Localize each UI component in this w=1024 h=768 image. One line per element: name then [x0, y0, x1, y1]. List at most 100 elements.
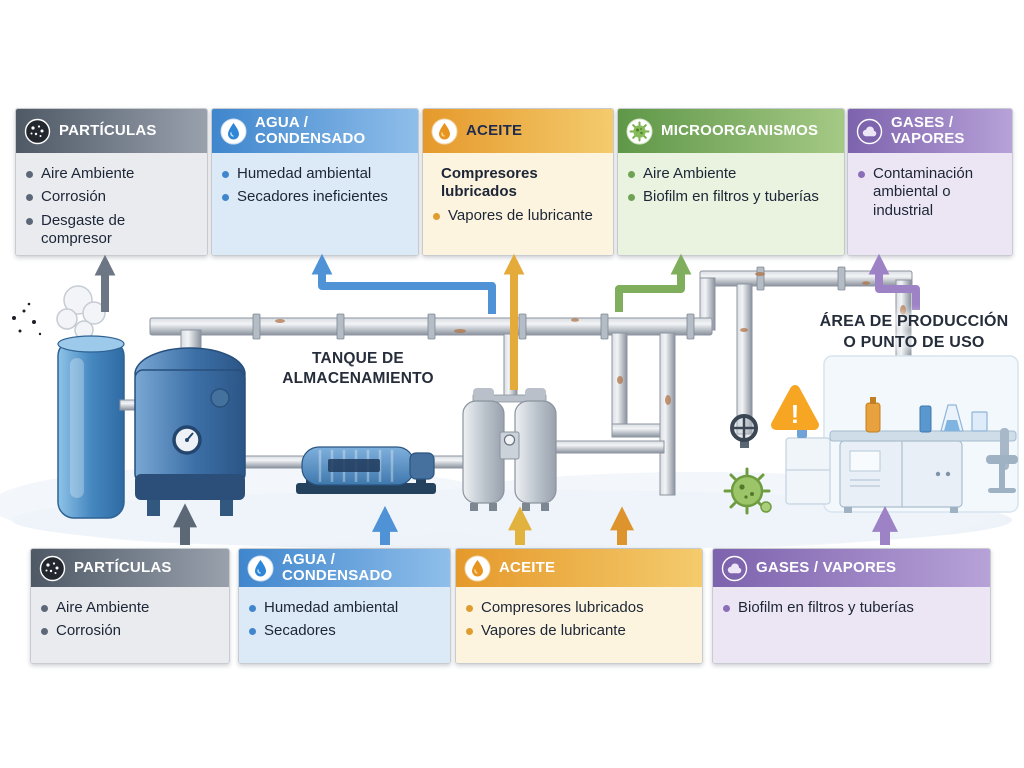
pipe-network	[149, 266, 913, 496]
bullet-dot	[26, 171, 33, 178]
bullet-dot	[628, 194, 635, 202]
manhole	[210, 388, 230, 408]
top-card-particulas: PARTÍCULAS Aire Ambiente Corrosión Desga…	[15, 108, 208, 256]
card-item-text: Vapores de lubricante	[448, 206, 593, 224]
gas-cloud-icon	[721, 555, 748, 582]
card-item-text: Secadores	[264, 622, 336, 640]
card-header: GASES / VAPORES	[713, 549, 990, 587]
bullet-dot	[466, 628, 473, 636]
card-item-text: Vapores de lubricante	[481, 622, 626, 640]
particles-icon	[24, 118, 51, 145]
card-item: Humedad ambiental	[249, 599, 440, 617]
connector-arrows	[94, 253, 920, 545]
bullet-dot	[249, 605, 256, 612]
card-header: PARTÍCULAS	[31, 549, 229, 587]
card-item: Corrosión	[41, 622, 219, 640]
card-item: Aire Ambiente	[26, 165, 197, 183]
top-card-gases: GASES / VAPORES Contaminación ambiental …	[847, 108, 1013, 256]
card-item: Biofilm en filtros y tuberías	[723, 599, 980, 617]
card-header: ACEITE	[456, 549, 702, 587]
rust-spots	[275, 272, 906, 405]
arrow-agua-top	[311, 253, 496, 314]
dryer-towers	[462, 388, 557, 511]
microbe-icon	[723, 467, 772, 515]
card-item: Contaminación ambiental o industrial	[858, 165, 1002, 220]
bullet-dot	[26, 217, 33, 225]
air-intake-tank	[57, 335, 145, 519]
card-header: AGUA / CONDENSADO	[239, 549, 450, 587]
card-item-text: Biofilm en filtros y tuberías	[738, 599, 914, 616]
bullet-dot	[466, 605, 473, 612]
water-drop-icon	[247, 555, 274, 582]
bullet-dot	[249, 628, 256, 636]
card-body: Contaminación ambiental o industrial	[848, 153, 1012, 255]
card-item-text: Secadores ineficientes	[237, 188, 388, 206]
card-item: Secadores	[249, 622, 440, 640]
bullet-dot	[41, 605, 48, 612]
card-header: ACEITE	[423, 109, 613, 153]
card-title: AGUA / CONDENSADO	[282, 550, 393, 584]
card-item-text: Compresores lubricados	[481, 599, 644, 616]
card-item: Compresores lubricados	[433, 165, 603, 202]
card-header: GASES / VAPORES	[848, 109, 1012, 153]
bullet-dot	[222, 171, 229, 178]
side-cabinet	[785, 437, 831, 505]
card-item-text: Compresores lubricados	[441, 165, 538, 201]
card-title: PARTÍCULAS	[59, 121, 157, 139]
valve-wheel	[730, 414, 758, 448]
card-item-text: Corrosión	[41, 188, 107, 206]
card-item-text: Humedad ambiental	[237, 165, 372, 182]
bullet-dot	[858, 171, 865, 178]
card-item-text: Aire Ambiente	[41, 165, 135, 182]
top-card-aceite: ACEITE Compresores lubricados Vapores de…	[422, 108, 614, 256]
card-item: Desgaste de compresor	[26, 212, 197, 249]
storage-tank-label: TANQUE DE ALMACENAMIENTO	[282, 350, 434, 388]
warning-exclamation: !	[791, 399, 800, 429]
card-item-text: Contaminación ambiental o industrial	[873, 165, 974, 219]
card-title: MICROORGANISMOS	[661, 121, 819, 139]
top-card-microorganismos: MICROORGANISMOS Aire Ambiente Biofilm en…	[617, 108, 845, 256]
card-item: Vapores de lubricante	[466, 622, 692, 640]
oil-drop-icon	[464, 555, 491, 582]
gas-cloud-icon	[856, 118, 883, 145]
bottom-card-gases: GASES / VAPORES Biofilm en filtros y tub…	[712, 548, 991, 664]
chair	[986, 428, 1018, 493]
card-item: Aire Ambiente	[41, 599, 219, 617]
card-title: AGUA / CONDENSADO	[255, 113, 366, 147]
particles-icon	[39, 555, 66, 582]
production-area	[785, 355, 1019, 513]
bottom-card-agua: AGUA / CONDENSADO Humedad ambiental Seca…	[238, 548, 451, 664]
bottom-card-particulas: PARTÍCULAS Aire Ambiente Corrosión	[30, 548, 230, 664]
warning-icon: !	[771, 385, 819, 430]
card-item: Vapores de lubricante	[433, 207, 603, 225]
bullet-dot	[26, 194, 33, 202]
storage-tank	[134, 347, 246, 516]
bottom-card-aceite: ACEITE Compresores lubricados Vapores de…	[455, 548, 703, 664]
card-header: PARTÍCULAS	[16, 109, 207, 153]
card-item-text: Biofilm en filtros y tuberías	[643, 188, 819, 206]
card-item-text: Desgaste de compresor	[41, 211, 126, 247]
card-body: Aire Ambiente Corrosión	[31, 587, 229, 663]
card-item: Aire Ambiente	[628, 165, 834, 183]
production-area-label: ÁREA DE PRODUCCIÓN O PUNTO DE USO	[819, 313, 1009, 351]
particle-specks	[12, 302, 42, 336]
bench-cabinet	[839, 440, 963, 513]
pressure-gauge	[172, 425, 202, 455]
card-title: PARTÍCULAS	[74, 558, 172, 576]
bullet-dot	[628, 171, 635, 178]
arrow-microorganismos-top	[615, 253, 692, 312]
card-title: GASES / VAPORES	[756, 558, 897, 576]
top-card-agua: AGUA / CONDENSADO Humedad ambiental Seca…	[211, 108, 419, 256]
water-drop-icon	[220, 118, 247, 145]
card-body: Humedad ambiental Secadores	[239, 587, 450, 663]
card-body: Biofilm en filtros y tuberías	[713, 587, 990, 663]
card-body: Aire Ambiente Corrosión Desgaste de comp…	[16, 153, 207, 255]
card-item: Compresores lubricados	[466, 599, 692, 617]
bullet-dot	[723, 605, 730, 612]
smoke-puffs	[56, 285, 106, 340]
bullet-dot	[433, 212, 440, 220]
compressor-unit	[296, 446, 436, 494]
arrow-gases-top	[868, 253, 920, 310]
card-item-text: Aire Ambiente	[643, 165, 737, 182]
card-header: AGUA / CONDENSADO	[212, 109, 418, 153]
